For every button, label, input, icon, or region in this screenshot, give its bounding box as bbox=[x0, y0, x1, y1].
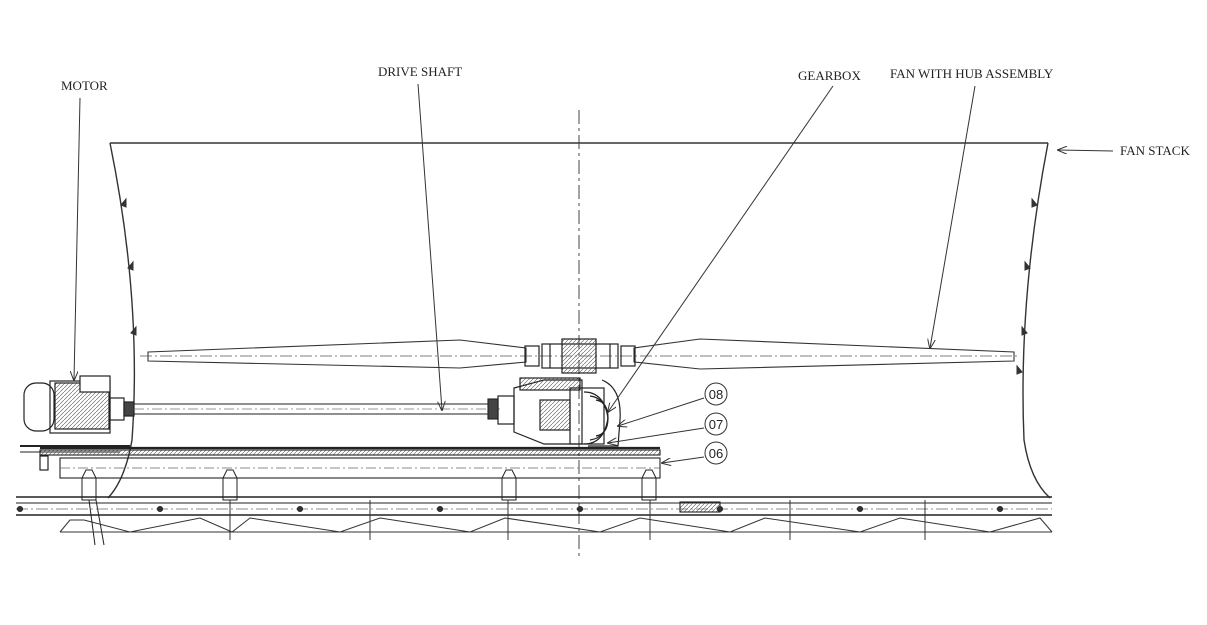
balloon-08: 08 bbox=[704, 382, 728, 406]
motor bbox=[20, 375, 135, 471]
balloon-07-label: 07 bbox=[709, 417, 723, 432]
motor-label: MOTOR bbox=[61, 78, 108, 93]
gearbox bbox=[497, 377, 621, 447]
drive-shaft bbox=[134, 398, 500, 420]
deck-beam bbox=[16, 496, 1052, 516]
fan-stack-label: FAN STACK bbox=[1120, 143, 1190, 158]
lower-truss bbox=[59, 500, 1053, 540]
fan-hub bbox=[524, 338, 636, 374]
gearbox-label: GEARBOX bbox=[798, 68, 861, 83]
balloon-06: 06 bbox=[704, 441, 728, 465]
drive-shaft-label: DRIVE SHAFT bbox=[378, 64, 462, 79]
balloon-07: 07 bbox=[704, 412, 728, 436]
fan-hub-label: FAN WITH HUB ASSEMBLY bbox=[890, 66, 1054, 81]
balloon-08-label: 08 bbox=[709, 387, 723, 402]
leader-lines bbox=[74, 83, 1114, 463]
support-frame bbox=[39, 446, 661, 479]
support-legs bbox=[81, 469, 657, 546]
balloon-06-label: 06 bbox=[709, 446, 723, 461]
